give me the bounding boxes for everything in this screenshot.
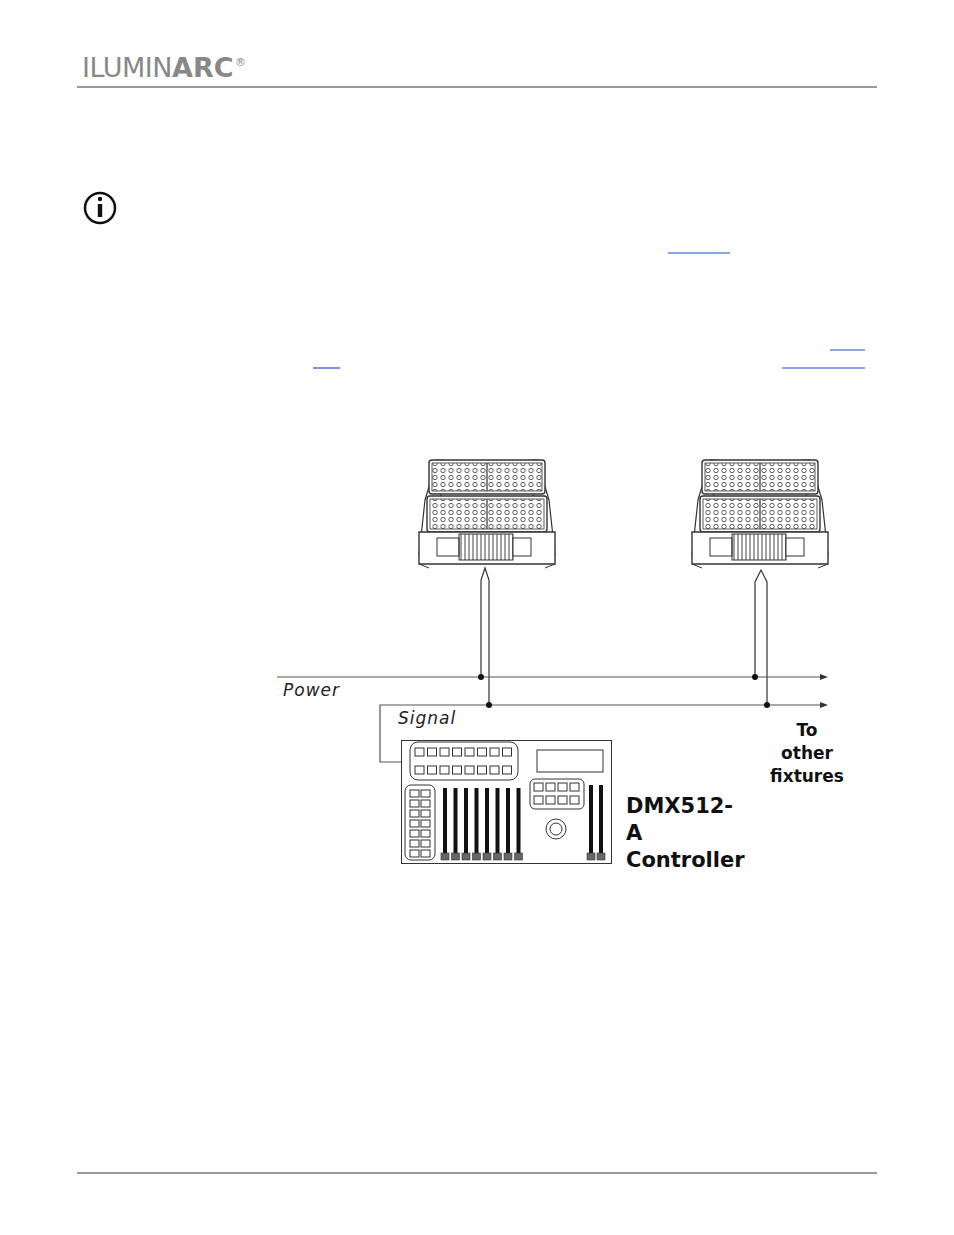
node-heading: DMX512-A Controller xyxy=(626,793,746,874)
registered-mark: ® xyxy=(235,56,246,69)
controller-box: DMX512-A Controller xyxy=(401,740,612,864)
bus-label: Power xyxy=(283,680,340,700)
note-label: To other fixtures xyxy=(768,719,846,788)
logo-text: ILUMIN xyxy=(82,52,172,83)
bus-label: Signal xyxy=(398,708,456,728)
logo-text: ARC xyxy=(172,52,234,83)
